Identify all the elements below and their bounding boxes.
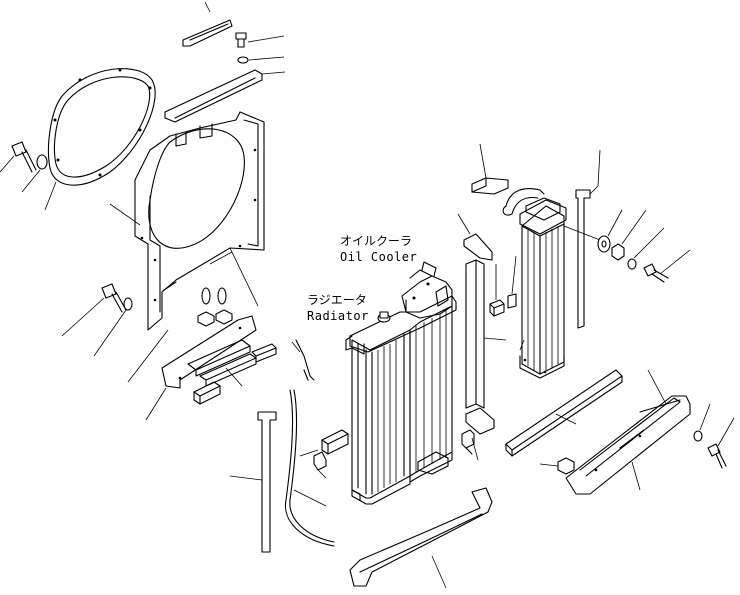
seal-top-left: [471, 143, 509, 195]
lower-seal-plate: [145, 315, 257, 421]
upper-stay: [164, 69, 286, 123]
right-seal-plate: [565, 369, 691, 495]
long-seal-diagonal: [505, 369, 623, 457]
washer-left-upper: [21, 154, 48, 193]
washer-right-lower: [693, 403, 711, 442]
nut-shroud: [127, 247, 259, 383]
radiator-label-en: Radiator: [307, 309, 369, 323]
bolt-right-lower: [707, 417, 735, 469]
oil-cooler-label: オイルクーラ Oil Cooler: [340, 234, 417, 264]
seal-pad-lower: [465, 407, 495, 461]
seal-vertical-right: [575, 149, 601, 329]
radiator-label-jp: ラジエータ: [307, 293, 367, 307]
cushion-radiator-side: [299, 429, 349, 457]
seal-strip-upper: [457, 213, 493, 261]
washer-top: [237, 56, 285, 64]
drain-hose: [284, 389, 335, 547]
bolt-left-upper: [0, 141, 37, 173]
oil-cooler-label-en: Oil Cooler: [340, 250, 417, 264]
small-blocks-oil-cooler: [489, 255, 517, 317]
seal-vertical-middle: [465, 259, 507, 409]
small-block-right: [539, 457, 575, 475]
radiator: [345, 261, 475, 505]
radiator-label: ラジエータ Radiator: [307, 293, 369, 323]
bolt-top: [235, 32, 285, 48]
washer-oil-cooler: [597, 209, 623, 253]
top-bracket: [182, 1, 233, 47]
fan-ring-gasket: [44, 68, 156, 226]
wire-hook: [291, 339, 315, 381]
nut-oil-cooler: [611, 209, 647, 261]
fan-shroud: [134, 111, 265, 331]
bottom-u-seal: [349, 487, 493, 589]
oil-cooler-label-jp: オイルクーラ: [340, 234, 412, 248]
long-seal-left: [229, 411, 277, 553]
bolt-oil-cooler: [643, 249, 691, 283]
bolt-left-lower: [61, 283, 127, 337]
cushion-blocks-left: [187, 339, 277, 405]
clip-radiator: [313, 451, 327, 479]
washer-left-lower: [93, 297, 133, 357]
oil-cooler: [502, 188, 601, 379]
washer-small-oil-cooler: [627, 227, 665, 270]
